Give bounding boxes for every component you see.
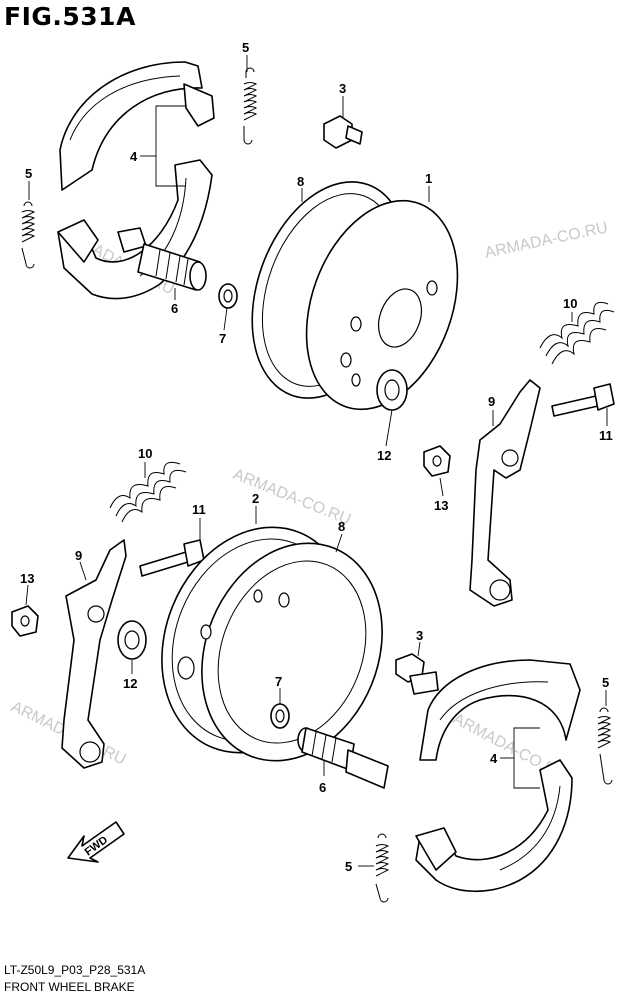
lever-spring-upper bbox=[539, 301, 615, 365]
brake-lever-upper bbox=[469, 379, 541, 607]
figure-title: FIG.531A bbox=[4, 2, 136, 31]
callout-1: 1 bbox=[425, 171, 432, 186]
leader-lines bbox=[25, 55, 608, 867]
return-spring-lower-right bbox=[597, 707, 613, 785]
panel-bolt-upper bbox=[323, 115, 363, 149]
panel-bolt-lower bbox=[395, 653, 439, 695]
callout-3-upper: 3 bbox=[339, 81, 346, 96]
lever-bolt-lower bbox=[139, 539, 205, 577]
callout-9-lower: 9 bbox=[75, 548, 82, 563]
lever-nut-lower bbox=[11, 605, 39, 637]
callout-5-lower-bottom: 5 bbox=[345, 859, 352, 874]
return-spring-upper-left bbox=[21, 201, 36, 269]
callouts: 5 3 4 5 8 1 6 7 10 9 11 12 13 10 2 11 8 … bbox=[20, 40, 613, 874]
callout-12-lower: 12 bbox=[123, 676, 137, 691]
watermark-3: ARMADA-CO.RU bbox=[231, 466, 354, 529]
callout-8-upper: 8 bbox=[297, 174, 304, 189]
brake-shoe-lower-a bbox=[419, 659, 581, 761]
callout-2: 2 bbox=[252, 491, 259, 506]
brake-panel-upper bbox=[251, 181, 459, 411]
brake-shoe-upper-a bbox=[59, 61, 215, 191]
callout-7-upper: 7 bbox=[219, 331, 226, 346]
figure-caption: FRONT WHEEL BRAKE bbox=[4, 980, 135, 994]
callout-5-lower-right: 5 bbox=[602, 675, 609, 690]
brake-panel-lower bbox=[161, 526, 383, 762]
callout-11-upper: 11 bbox=[599, 428, 613, 443]
callout-13-upper: 13 bbox=[434, 498, 448, 513]
callout-10-upper: 10 bbox=[563, 296, 577, 311]
callout-6-lower: 6 bbox=[319, 780, 326, 795]
return-spring-lower-bottom bbox=[375, 833, 390, 903]
lever-bolt-upper bbox=[551, 383, 615, 417]
lever-nut-upper bbox=[423, 445, 451, 477]
callout-10-lower: 10 bbox=[138, 446, 152, 461]
callout-13-lower: 13 bbox=[20, 571, 34, 586]
callout-12-upper: 12 bbox=[377, 448, 391, 463]
callout-3-lower: 3 bbox=[416, 628, 423, 643]
callout-5-left: 5 bbox=[25, 166, 32, 181]
callout-8-lower: 8 bbox=[338, 519, 345, 534]
figure-code: LT-Z50L9_P03_P28_531A bbox=[4, 963, 146, 977]
callout-4-lower: 4 bbox=[490, 751, 498, 766]
callout-11-lower: 11 bbox=[192, 502, 206, 517]
lever-spring-lower bbox=[109, 461, 187, 523]
callout-9-upper: 9 bbox=[488, 394, 495, 409]
forward-direction-arrow: FWD bbox=[67, 821, 125, 863]
brake-camshaft-lower bbox=[297, 727, 389, 789]
brake-lever-lower bbox=[61, 539, 127, 769]
brake-camshaft-upper bbox=[117, 227, 207, 291]
callout-6-upper: 6 bbox=[171, 301, 178, 316]
callout-4-upper: 4 bbox=[130, 149, 138, 164]
callout-7-lower: 7 bbox=[275, 674, 282, 689]
return-spring-upper-top bbox=[243, 67, 258, 145]
watermark-2: ARMADA-CO.RU bbox=[483, 219, 609, 262]
brake-shoe-lower-b bbox=[415, 759, 573, 893]
callout-5-top: 5 bbox=[242, 40, 249, 55]
